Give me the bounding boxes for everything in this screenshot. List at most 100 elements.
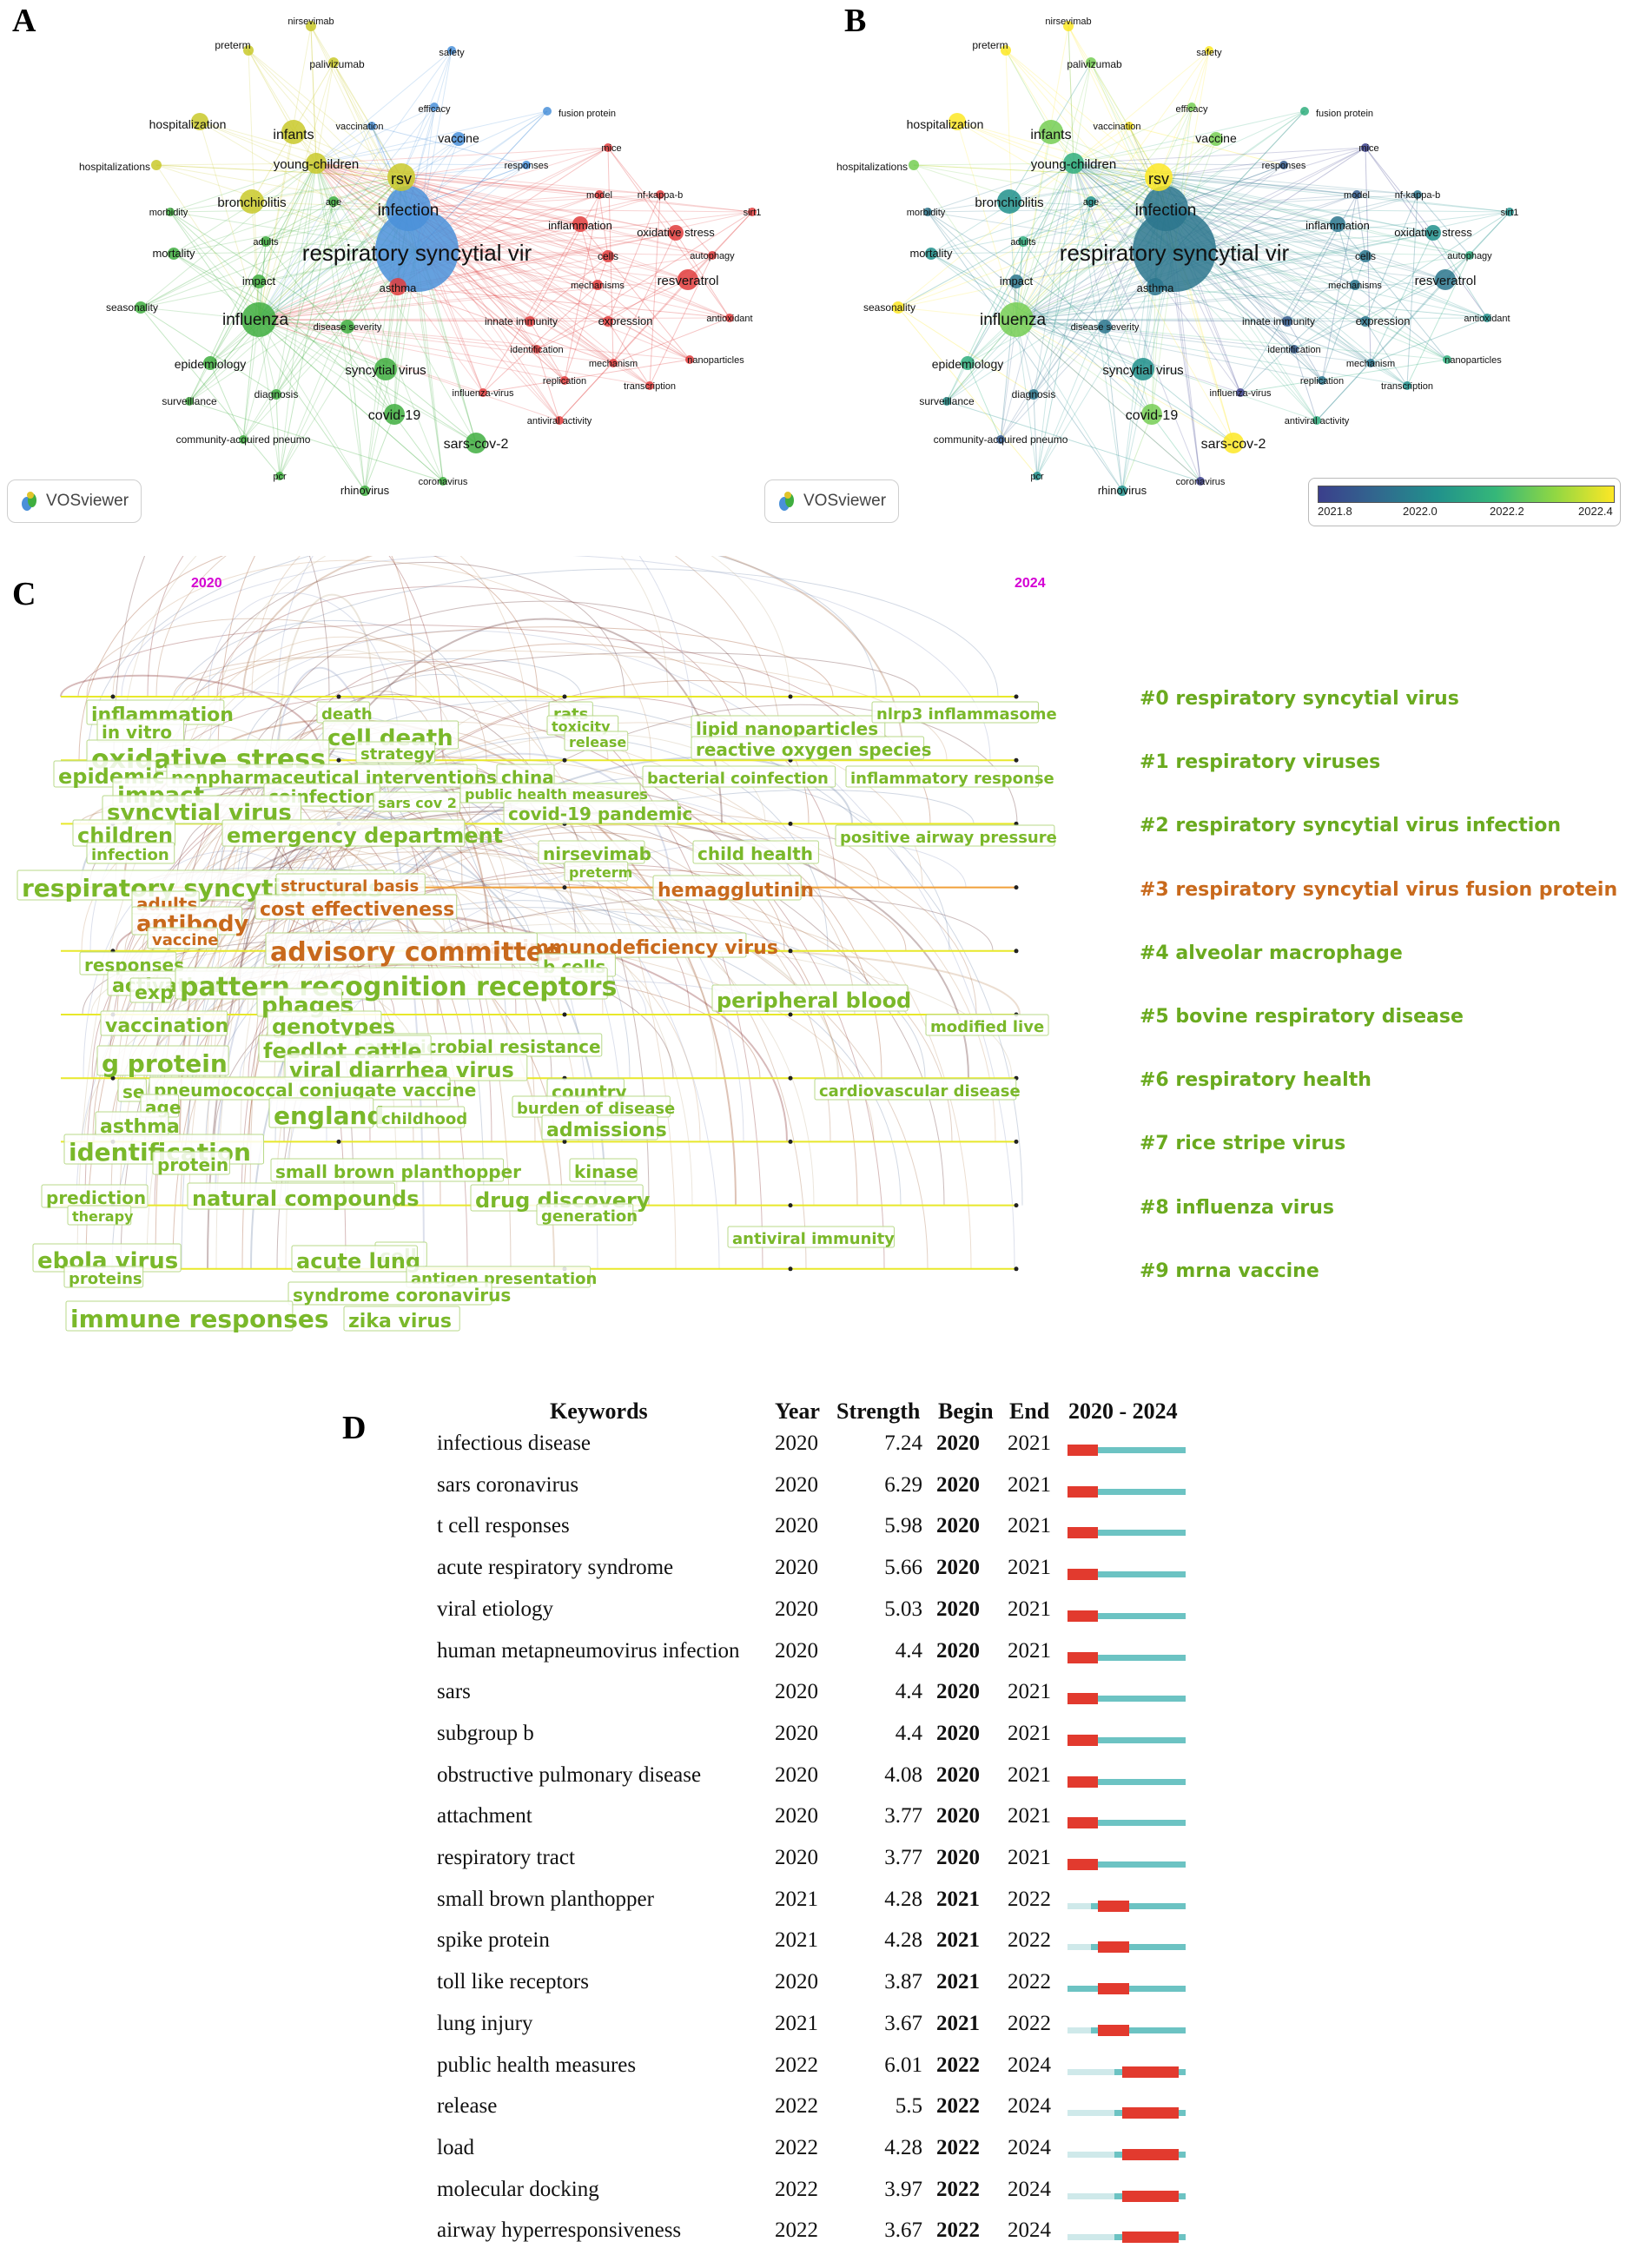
network-node [532, 345, 541, 354]
network-edge [258, 162, 317, 321]
network-edge [400, 176, 691, 360]
timeline-term-label: small brown planthopper [275, 1161, 521, 1182]
network-edge [258, 319, 538, 350]
burst-end: 2022 [1008, 1887, 1051, 1911]
network-edge [1165, 208, 1338, 225]
network-edge [1022, 162, 1074, 242]
network-edge [315, 162, 609, 322]
year-colorbar-gradient [1318, 486, 1615, 503]
network-edge [1015, 319, 1123, 492]
timeline-term-label: advisory committee [270, 937, 561, 968]
network-edge [1165, 194, 1358, 209]
vosviewer-badge-b: VOSviewer [764, 479, 900, 523]
network-node [1413, 190, 1422, 199]
burst-timeline-bar [1067, 1485, 1186, 1498]
burst-strength: 4.28 [884, 2135, 922, 2159]
network-edge [140, 162, 317, 308]
timeline-term-box [692, 840, 819, 864]
network-edge [258, 162, 317, 282]
network-edge [1365, 147, 1434, 234]
network-node-label: innate immunity [485, 315, 558, 327]
network-node [1147, 278, 1164, 295]
network-edge [400, 176, 609, 322]
timeline-term-label: bacterial coinfection [647, 770, 829, 788]
network-edge [1008, 201, 1017, 321]
network-node-label: rhinovirus [340, 484, 390, 497]
network-edge [258, 25, 312, 321]
network-edge [607, 255, 713, 322]
burst-end: 2022 [1008, 1928, 1051, 1953]
network-edge [612, 232, 677, 364]
burst-strength: 3.97 [884, 2177, 922, 2201]
burst-end: 2024 [1008, 2218, 1051, 2243]
network-node-label: nirsevimab [288, 17, 334, 27]
burst-timeline-bar [1067, 1651, 1186, 1663]
timeline-arc [121, 556, 991, 761]
network-node-label: bronchiolitis [217, 195, 286, 210]
network-node [243, 45, 254, 56]
network-node-label: mechanisms [571, 281, 625, 291]
network-node-label: epidemiology [175, 357, 247, 371]
network-node-label: bronchiolitis [975, 195, 1043, 210]
network-edge [1015, 319, 1288, 322]
timeline-term-box [117, 1078, 147, 1102]
timeline-term-box [86, 842, 175, 864]
timeline-term-box [503, 800, 678, 824]
network-edge [315, 162, 691, 360]
network-edge [315, 162, 402, 178]
burst-begin: 2020 [936, 1432, 980, 1455]
timeline-node [788, 1139, 793, 1144]
burst-year: 2020 [775, 1762, 818, 1787]
network-edge [293, 131, 402, 178]
network-node-label: diagnosis [254, 388, 299, 400]
timeline-term-box [63, 1266, 144, 1288]
burst-timeline-bar [1067, 2024, 1186, 2036]
network-node [239, 435, 248, 444]
timeline-node [336, 694, 341, 699]
network-node [1098, 320, 1112, 334]
timeline-term: prediction [41, 1184, 149, 1208]
network-edge [385, 368, 477, 444]
network-edge [956, 121, 1175, 251]
timeline-term-box [536, 1203, 634, 1226]
timeline-term-label: burden of disease [517, 1100, 675, 1118]
burst-begin: 2020 [936, 1597, 980, 1621]
network-node-label: rsv [391, 170, 412, 188]
timeline-term-label: cost effectiveness [260, 899, 454, 921]
network-edge [482, 223, 581, 393]
burst-year: 2022 [775, 2135, 818, 2159]
network-edge [1015, 201, 1092, 321]
network-edge [1073, 162, 1160, 178]
timeline-cluster-label: #4 alveolar macrophage [1140, 942, 1403, 964]
network-edge [930, 208, 1167, 255]
network-edge [1073, 162, 1160, 178]
burst-end: 2021 [1008, 1556, 1051, 1580]
burst-timeline-bar [1067, 1734, 1186, 1746]
timeline-term: pneumococcal conjugate vaccine [149, 1076, 476, 1101]
timeline-arc [252, 651, 921, 761]
network-edge [897, 201, 1092, 308]
network-node-label: mice [601, 143, 621, 154]
network-edge [1008, 176, 1160, 202]
network-edge [400, 110, 548, 178]
timeline-arc [122, 556, 669, 761]
timeline-term-label: syndrome coronavirus [293, 1285, 511, 1306]
timeline-arc [208, 592, 400, 761]
burst-timeline-bar [1067, 2148, 1186, 2160]
timeline-term-box [221, 819, 466, 847]
network-edge [1015, 319, 1318, 421]
burst-strength: 3.87 [884, 1970, 922, 1994]
network-edge [897, 162, 1074, 308]
network-node [1009, 274, 1023, 288]
network-edge [140, 176, 402, 308]
timeline-term-box [925, 1014, 1049, 1036]
network-edge [482, 359, 691, 393]
burst-begin: 2020 [936, 1514, 980, 1538]
network-node-label: sars-cov-2 [1201, 437, 1266, 452]
network-edge [400, 176, 609, 257]
network-edge [946, 319, 1017, 402]
network-edge [169, 211, 348, 327]
network-node [1141, 404, 1162, 425]
